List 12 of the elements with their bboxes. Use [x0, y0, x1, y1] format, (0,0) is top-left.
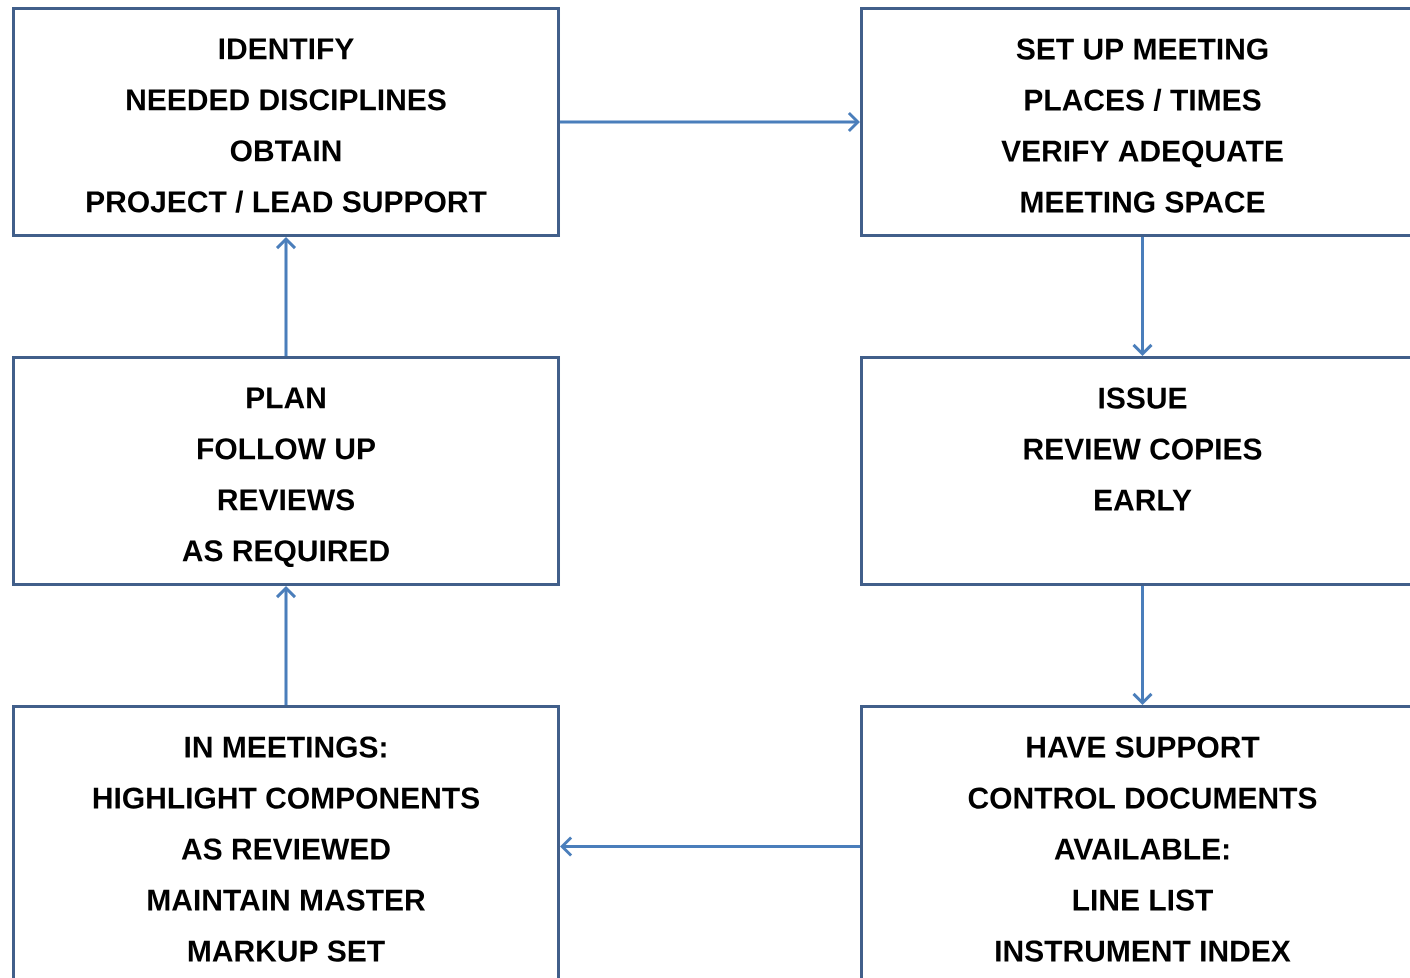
process-box: SET UP MEETING PLACES / TIMES VERIFY ADEQUATE MEETING SPACE — [860, 7, 1410, 237]
process-box: ISSUE REVIEW COPIES EARLY — [860, 356, 1410, 586]
arrow — [1132, 237, 1153, 356]
process-box: HAVE SUPPORT CONTROL DOCUMENTS AVAILABLE: LINE LIST INSTRUMENT INDEX — [860, 705, 1410, 978]
process-box: PLAN FOLLOW UP REVIEWS AS REQUIRED — [12, 356, 560, 586]
arrow — [275, 586, 297, 705]
process-box: IDENTIFY NEEDED DISCIPLINES OBTAIN PROJECT / LEAD SUPPORT — [12, 7, 560, 237]
arrow — [560, 836, 860, 857]
process-box: IN MEETINGS: HIGHLIGHT COMPONENTS AS REVIEWED MAINTAIN MASTER MARKUP SET — [12, 705, 560, 978]
arrow — [560, 111, 860, 133]
arrow — [1132, 586, 1153, 705]
arrow — [275, 237, 297, 356]
